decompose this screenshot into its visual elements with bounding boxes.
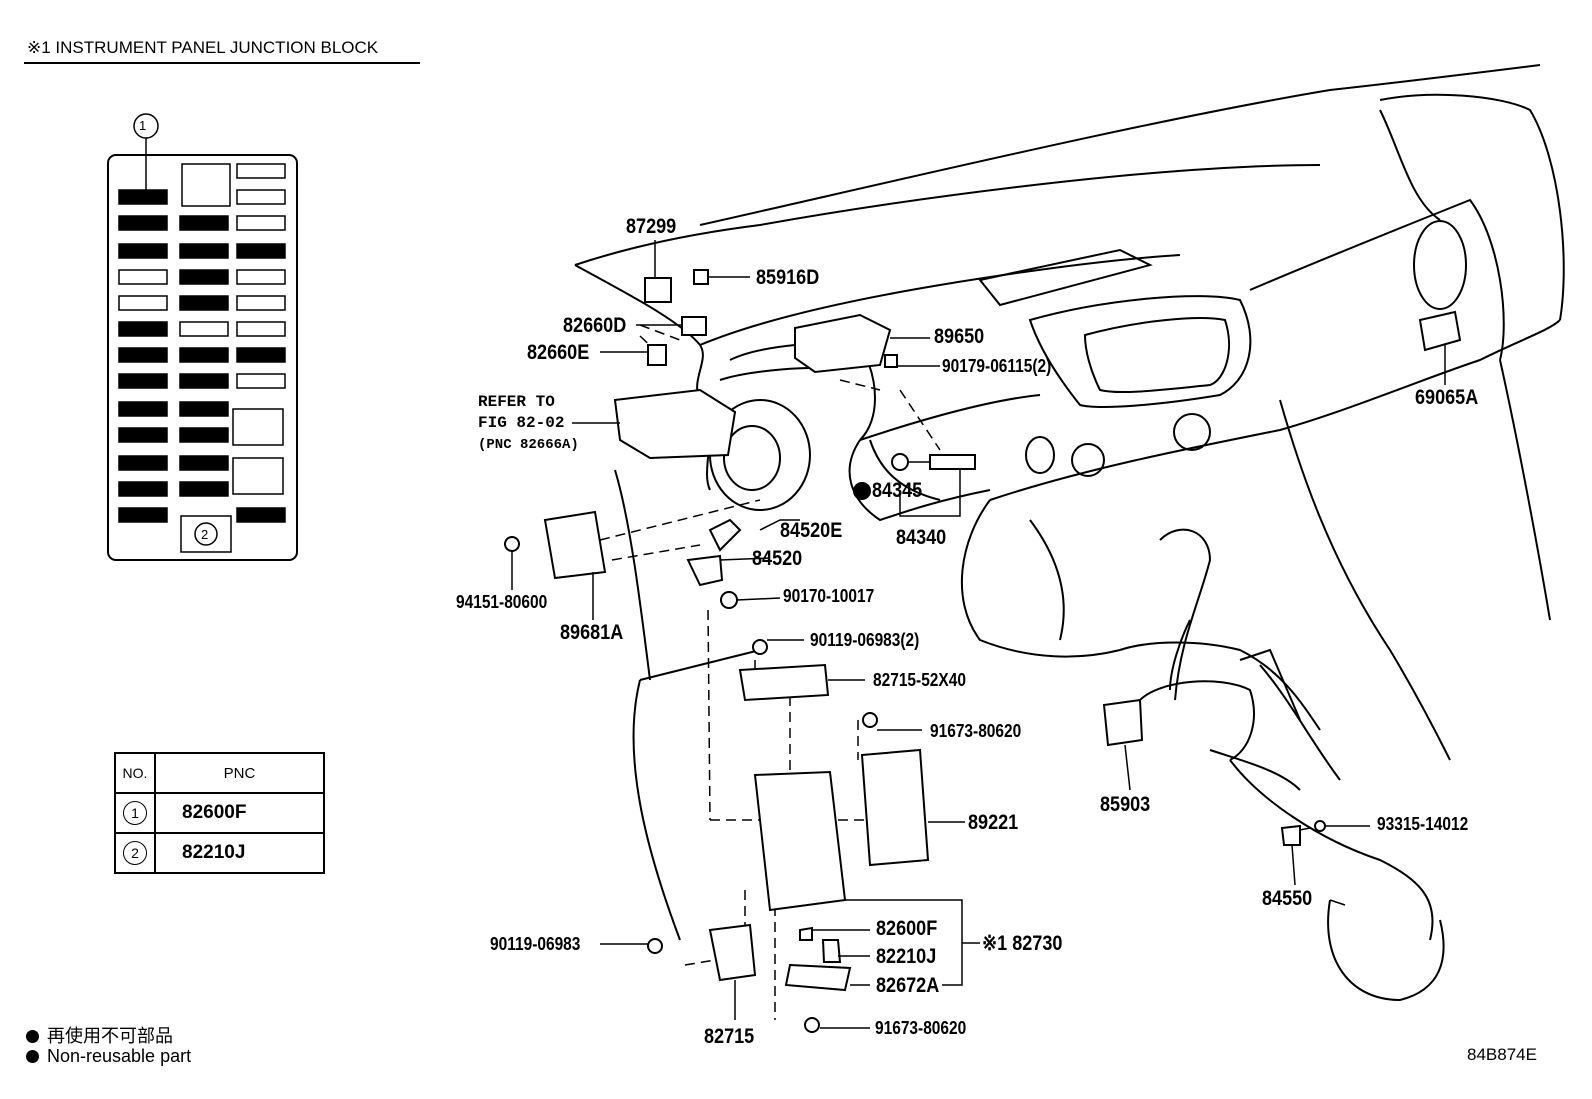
part-label-94151-80600: 94151-80600: [456, 592, 548, 612]
part-label-93315-14012: 93315-14012: [1377, 814, 1469, 834]
part-label-89681A: 89681A: [560, 621, 624, 644]
fuse-cells: [118, 163, 286, 523]
part-label-82715-52X40: 82715-52X40: [873, 670, 966, 690]
row-pnc: 82600F: [154, 792, 325, 834]
pnc-table: NO. PNC 1 82600F 2 82210J: [114, 752, 325, 874]
junction-block-82730: [753, 770, 847, 912]
legend-jp: 再使用不可部品: [26, 1022, 173, 1048]
switch-69065A: [1418, 310, 1462, 352]
solid-leaders: [511, 240, 1446, 1029]
part-label-85903: 85903: [1100, 793, 1151, 816]
part-label-85916D: 85916D: [756, 266, 820, 289]
refer-line-3: (PNC 82666A): [478, 437, 579, 453]
dashboard-outline: [574, 64, 1565, 1002]
pnc-header-no: NO.: [114, 752, 156, 794]
fuse-callout-2: 2: [201, 527, 209, 542]
table-row: 1 82600F: [114, 792, 325, 834]
part-label-91673-80620-bottom: 91673-80620: [875, 1018, 967, 1038]
part-label-84550: 84550: [1262, 887, 1313, 910]
refer-line-1: REFER TO: [478, 393, 555, 411]
part-label-90170-10017: 90170-10017: [783, 586, 875, 606]
fuse-block-outline: [107, 154, 298, 561]
connector-82666A: [613, 388, 737, 460]
title-underline: [24, 62, 420, 64]
part-label-82600F: 82600F: [876, 917, 938, 940]
part-label-89650: 89650: [934, 325, 985, 348]
part-label-84520E: 84520E: [780, 519, 843, 542]
refer-line-2: FIG 82-02: [478, 414, 565, 432]
part-label-90119-06983: 90119-06983: [490, 934, 581, 954]
unit-89681A: [543, 510, 607, 580]
row-pnc: 82210J: [154, 832, 325, 874]
part-label-82210J: 82210J: [876, 945, 937, 968]
bracket-82715-52X40: [738, 663, 830, 702]
fuse-callout-1: 1: [139, 118, 147, 133]
part-label-82660E: 82660E: [527, 341, 590, 364]
module-89650: [794, 313, 892, 374]
ecu-89221: [860, 748, 930, 867]
part-label-82715: 82715: [704, 1025, 755, 1048]
part-label-69065A: 69065A: [1415, 386, 1479, 409]
part-label-90179-06115: 90179-06115(2): [942, 356, 1052, 376]
part-label-82660D: 82660D: [563, 314, 627, 337]
non-reusable-dot-icon: [26, 1030, 39, 1043]
table-row: 2 82210J: [114, 832, 325, 874]
part-label-90119-06983-2: 90119-06983(2): [810, 630, 920, 650]
parts-shapes: [504, 269, 1462, 1033]
figure-code: 84B874E: [1467, 1045, 1537, 1064]
part-label-84345: 84345: [872, 479, 923, 502]
part-label-84340: 84340: [896, 526, 947, 549]
part-label-82730: ※1 82730: [982, 932, 1063, 955]
part-label-87299: 87299: [626, 215, 677, 238]
part-label-84520: 84520: [752, 547, 803, 570]
pnc-header-pnc: PNC: [154, 752, 325, 794]
row-number: 1: [123, 801, 147, 825]
relay-87299: [644, 277, 672, 303]
bracket-82715: [708, 923, 757, 982]
part-label-89221: 89221: [968, 811, 1019, 834]
legend-en: Non-reusable part: [26, 1046, 191, 1067]
part-label-91673-80620-top: 91673-80620: [930, 721, 1022, 741]
non-reusable-dot-icon: [26, 1050, 39, 1063]
row-number: 2: [123, 841, 147, 865]
part-label-82672A: 82672A: [876, 974, 940, 997]
relay-85903: [1102, 698, 1144, 747]
legend-en-text: Non-reusable part: [47, 1046, 192, 1066]
legend-jp-text: 再使用不可部品: [47, 1026, 173, 1046]
diagram-title: ※1 INSTRUMENT PANEL JUNCTION BLOCK: [27, 38, 379, 57]
